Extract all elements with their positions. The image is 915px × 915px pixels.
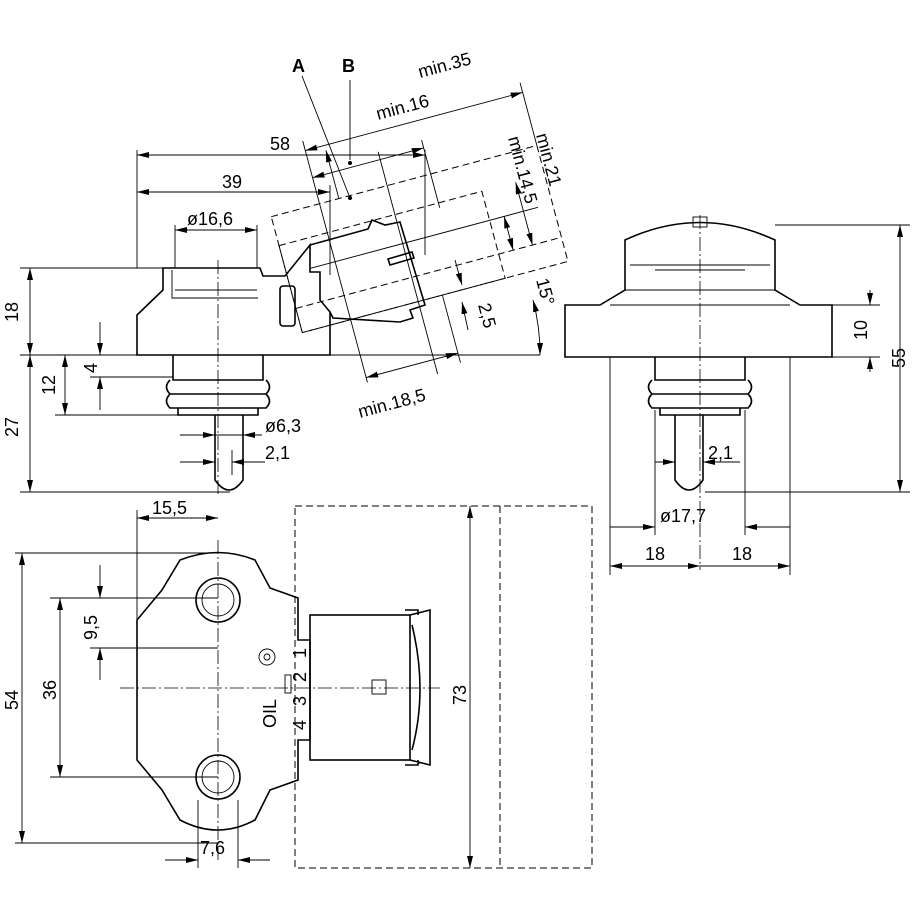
pin-label-4: 4: [290, 720, 310, 730]
side-view: [20, 75, 569, 495]
dim-18-left: 18: [645, 544, 665, 564]
dim-58: 58: [270, 134, 290, 154]
sensor-body-front: [564, 221, 833, 358]
dim-2-5: 2,5: [474, 301, 500, 330]
dim-4: 4: [81, 363, 101, 373]
dim-min18-5: min.18,5: [356, 385, 428, 422]
dim-min35: min.35: [416, 49, 473, 82]
dim-d6-3: ø6,3: [265, 416, 301, 436]
sensor-body-side: [136, 242, 331, 356]
dim-15-5: 15,5: [152, 498, 187, 518]
dim-2-1-side: 2,1: [265, 443, 290, 463]
dim-d16-6: ø16,6: [187, 209, 233, 229]
pin-label-1: 1: [290, 648, 310, 658]
pin-label-2: 2: [290, 672, 310, 682]
front-view: [564, 215, 910, 575]
connector-clearance-envelope: [294, 505, 593, 869]
dim-55: 55: [889, 348, 909, 368]
dim-18-right: 18: [732, 544, 752, 564]
sensor-body-bottom: [136, 551, 311, 831]
dim-2-1-front: 2,1: [708, 443, 733, 463]
dim-39: 39: [222, 172, 242, 192]
connector-pin: [386, 251, 416, 266]
dim-36: 36: [40, 680, 60, 700]
pin-label-3: 3: [290, 696, 310, 706]
dim-27-height: 27: [2, 417, 22, 437]
connector-side: [309, 218, 426, 323]
dim-18-height: 18: [2, 302, 22, 322]
dim-12: 12: [39, 375, 59, 395]
dim-54: 54: [2, 690, 22, 710]
dim-7-6: 7,6: [200, 838, 225, 858]
dim-9-5: 9,5: [81, 615, 101, 640]
clip-slot: [279, 285, 296, 327]
dim-min21: min.21: [532, 131, 565, 188]
connector-bottom: [309, 614, 411, 761]
dim-angle-15: 15°: [532, 276, 558, 307]
dim-10: 10: [851, 320, 871, 340]
callout-a: A: [292, 56, 305, 76]
bottom-view: [15, 505, 593, 869]
callout-b: B: [342, 56, 355, 76]
dim-73: 73: [450, 685, 470, 705]
dim-d17-7: ø17,7: [660, 506, 706, 526]
oil-marking: OIL: [260, 699, 280, 728]
